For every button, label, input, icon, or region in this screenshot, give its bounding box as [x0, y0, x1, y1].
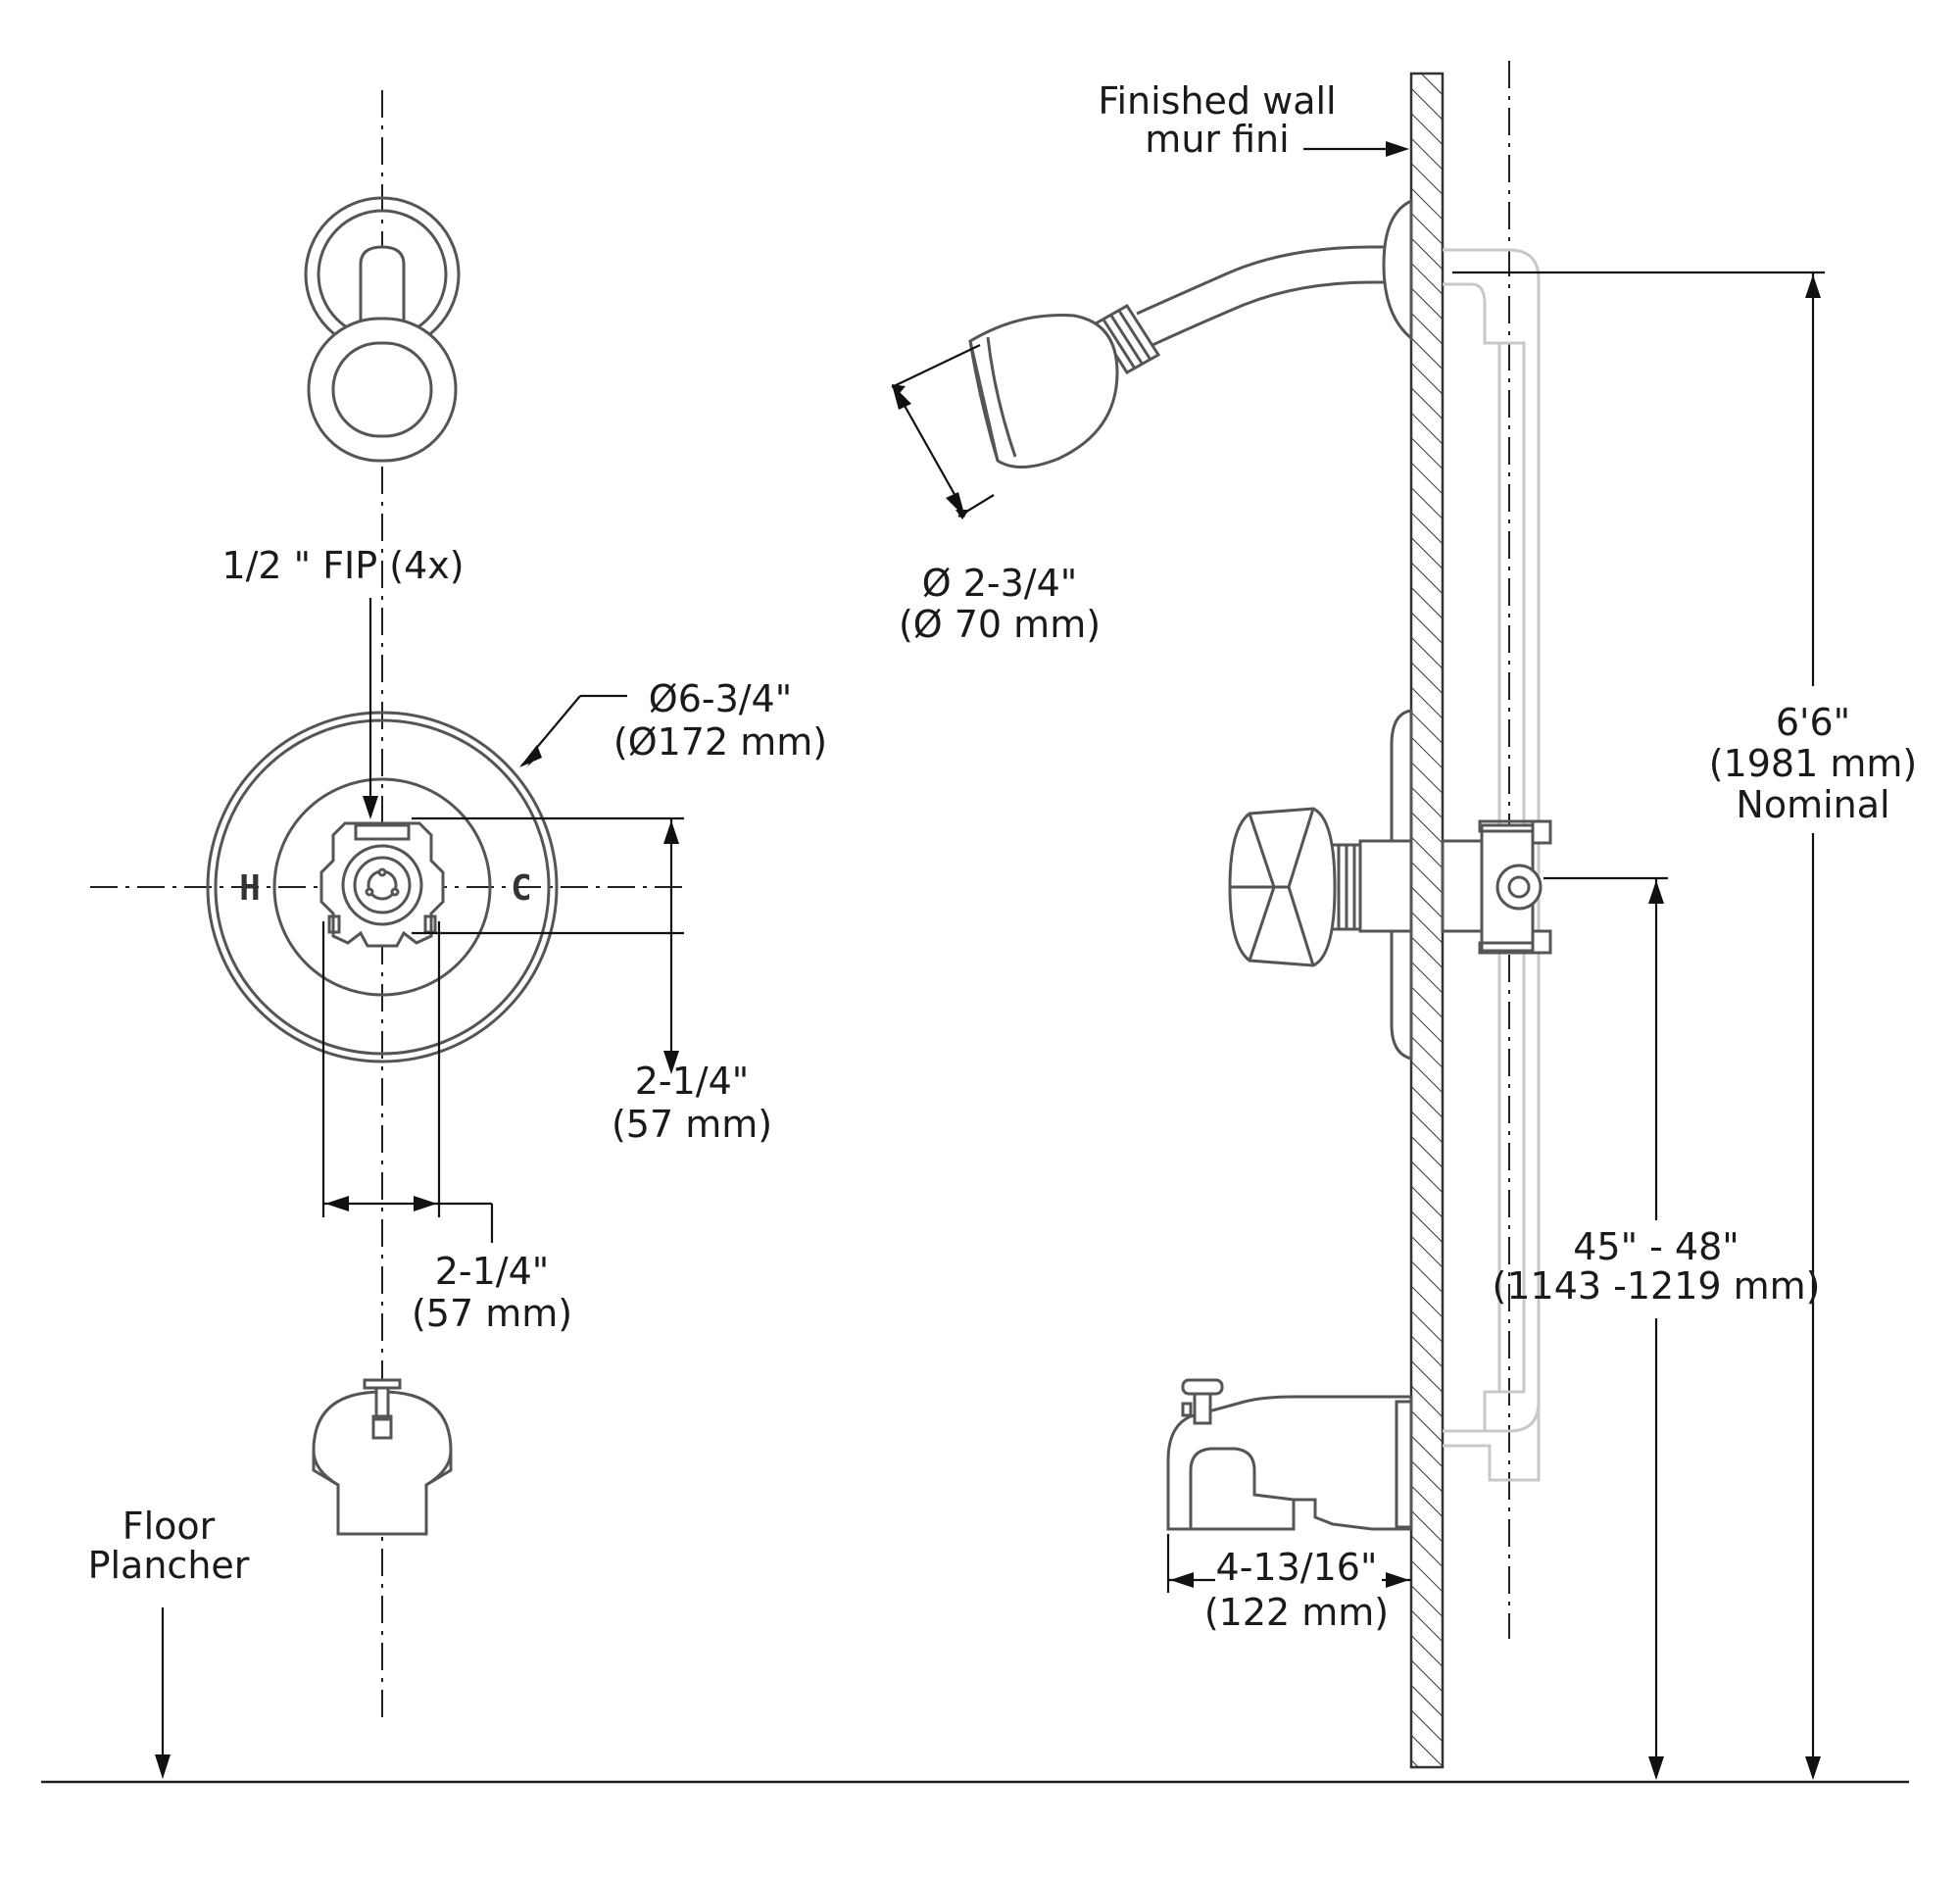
showerhead-front-view [304, 196, 461, 463]
valve-width-mm: (57 mm) [412, 1292, 572, 1335]
escutcheon-diameter-in: Ø6-3/4" [649, 677, 792, 720]
cold-marker: C [511, 868, 532, 909]
showerhead-diameter-dimension: Ø 2-3/4" (Ø 70 mm) [891, 344, 1101, 646]
valve-body-side-view [1441, 819, 1552, 955]
front-view: H C 1/2 " FIP (4x) [88, 90, 827, 1779]
spout-reach-dimension: 4-13/16" (122 mm) [1166, 1534, 1411, 1634]
valve-height-dimension: 2-1/4" (57 mm) [412, 816, 772, 1146]
finished-wall [1409, 72, 1445, 1769]
valve-trim-side-view [1228, 709, 1413, 1061]
fip-callout: 1/2 " FIP (4x) [221, 544, 465, 819]
side-view: Finished wall mur fini [891, 61, 1917, 1780]
escutcheon-diameter-mm: (Ø172 mm) [613, 720, 827, 764]
valve-range-mm: (1143 -1219 mm) [1493, 1264, 1821, 1308]
finished-wall-label-en: Finished wall [1098, 79, 1336, 123]
valve-height-range-dimension: 45" - 48" (1143 -1219 mm) [1493, 876, 1821, 1780]
escutcheon-front-view: H C [206, 711, 559, 1063]
valve-height-in: 2-1/4" [635, 1060, 750, 1103]
shower-height-dimension: 6'6" (1981 mm) Nominal [1452, 271, 1917, 1780]
shower-height-mm: (1981 mm) [1709, 742, 1917, 785]
spout-reach-mm: (122 mm) [1204, 1591, 1389, 1634]
floor-callout: Floor Plancher [88, 1505, 250, 1779]
floor-label-en: Floor [122, 1505, 216, 1548]
floor-label-fr: Plancher [88, 1544, 250, 1587]
tub-spout-side-view [1166, 1378, 1413, 1531]
valve-height-mm: (57 mm) [612, 1103, 772, 1146]
shower-height-note: Nominal [1736, 783, 1889, 826]
shower-arm-side-view [1093, 198, 1413, 375]
tub-spout-front-view [312, 1378, 453, 1536]
finished-wall-callout: Finished wall mur fini [1098, 79, 1409, 161]
valve-width-dimension: 2-1/4" (57 mm) [321, 921, 572, 1335]
showerhead-diameter-in: Ø 2-3/4" [922, 562, 1078, 605]
hot-marker: H [239, 868, 261, 909]
valve-body-front-view [319, 821, 445, 948]
escutcheon-plate [206, 711, 559, 1063]
shower-height-ft: 6'6" [1776, 701, 1850, 744]
spout-reach-in: 4-13/16" [1216, 1546, 1378, 1589]
fip-label: 1/2 " FIP (4x) [221, 544, 464, 587]
valve-width-in: 2-1/4" [435, 1250, 550, 1293]
escutcheon-diameter-callout: Ø6-3/4" (Ø172 mm) [519, 677, 827, 767]
showerhead-side-view [968, 314, 1119, 469]
showerhead-diameter-mm: (Ø 70 mm) [899, 603, 1101, 646]
valve-range-in: 45" - 48" [1573, 1225, 1740, 1268]
finished-wall-label-fr: mur fini [1145, 118, 1289, 161]
